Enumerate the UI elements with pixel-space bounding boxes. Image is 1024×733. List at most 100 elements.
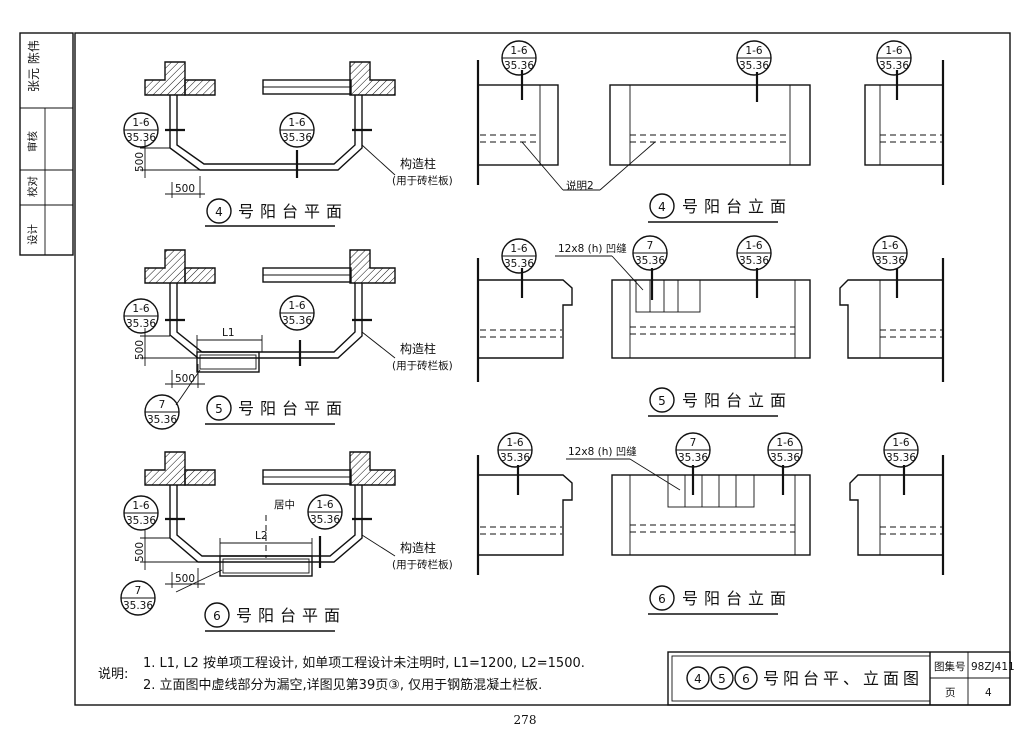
- svg-text:35.36: 35.36: [678, 452, 708, 464]
- groove-label: 12x8 (h) 凹缝: [558, 242, 627, 255]
- dim-500: 500: [175, 373, 195, 385]
- dim-500: 500: [134, 542, 146, 562]
- plan-number: 5: [215, 402, 223, 416]
- elevation-4: 说明2: [476, 60, 945, 192]
- svg-text:1-6: 1-6: [745, 240, 762, 252]
- svg-text:35.36: 35.36: [123, 600, 153, 612]
- column-label: 构造柱: [400, 156, 436, 171]
- svg-text:1-6: 1-6: [132, 117, 149, 129]
- svg-text:1-6: 1-6: [132, 500, 149, 512]
- ref-tag: 1-6 35.36: [883, 432, 919, 468]
- groove-label: 12x8 (h) 凹缝: [568, 445, 637, 458]
- elevation-number: 5: [658, 394, 666, 408]
- ref-tag: 1-6 35.36: [123, 298, 159, 334]
- dim-center: 居中: [274, 498, 295, 511]
- svg-text:1-6: 1-6: [745, 45, 762, 57]
- plan-title: 号阳台平面: [236, 606, 346, 625]
- column-note: (用于砖栏板): [392, 359, 453, 372]
- svg-text:1-6: 1-6: [510, 45, 527, 57]
- svg-text:1-6: 1-6: [510, 243, 527, 255]
- elevation-number: 6: [658, 592, 666, 606]
- svg-text:35.36: 35.36: [147, 414, 177, 426]
- title-block: 4 5 6 号阳台平、立面图 图集号 98ZJ411 页 4: [667, 651, 1015, 706]
- svg-text:35.36: 35.36: [126, 515, 156, 527]
- svg-text:35.36: 35.36: [282, 132, 312, 144]
- svg-text:7: 7: [135, 585, 142, 597]
- svg-text:1-6: 1-6: [316, 499, 333, 511]
- svg-text:1-6: 1-6: [132, 303, 149, 315]
- plan-6: L2 居中 500 500 构造柱 (用于砖栏板): [134, 451, 453, 593]
- sheet-border: [74, 32, 1011, 706]
- svg-text:1-6: 1-6: [885, 45, 902, 57]
- title-number: 4: [694, 672, 702, 686]
- plan-4-title: 4 号阳台平面: [205, 198, 342, 227]
- column-label: 构造柱: [400, 540, 436, 555]
- svg-text:1-6: 1-6: [881, 240, 898, 252]
- elevation-5: 12x8 (h) 凹缝: [476, 242, 945, 382]
- title-number: 5: [718, 672, 726, 686]
- signature-text: 张元 陈伟: [26, 40, 41, 92]
- ref-tag: 1-6 35.36: [501, 40, 537, 76]
- page-label: 页: [945, 687, 956, 699]
- dim-500: 500: [134, 152, 146, 172]
- dim-l2: L2: [255, 530, 268, 542]
- plan-number: 6: [213, 609, 221, 623]
- svg-text:35.36: 35.36: [126, 318, 156, 330]
- svg-text:1-6: 1-6: [288, 300, 305, 312]
- ref-tag: 1-6 35.36: [497, 432, 533, 468]
- svg-text:35.36: 35.36: [504, 258, 534, 270]
- ref-tag: 1-6 35.36: [876, 40, 912, 76]
- ref-tag: 1-6 35.36: [736, 40, 772, 76]
- ref-tag-7: 7 35.36: [632, 235, 668, 271]
- atlas-value: 98ZJ411: [971, 661, 1015, 673]
- svg-text:35.36: 35.36: [886, 452, 916, 464]
- ref-tag-7: 7 35.36: [144, 394, 180, 430]
- plan-5-title: 5 号阳台平面: [205, 395, 348, 425]
- svg-text:35.36: 35.36: [879, 60, 909, 72]
- svg-text:7: 7: [690, 437, 697, 449]
- ref-tag-7: 7 35.36: [120, 580, 156, 616]
- ref-tag: 1-6 35.36: [123, 495, 159, 531]
- column-note: (用于砖栏板): [392, 558, 453, 571]
- note-line-2: 2. 立面图中虚线部分为漏空,详图见第39页③, 仅用于钢筋混凝土栏板.: [143, 677, 542, 693]
- svg-text:35.36: 35.36: [875, 255, 905, 267]
- notes-label: 说明:: [98, 667, 128, 682]
- notes: 说明: 1. L1, L2 按单项工程设计, 如单项工程设计未注明时, L1=1…: [98, 655, 585, 693]
- ref-tag: 1-6 35.36: [736, 235, 772, 271]
- atlas-label: 图集号: [934, 660, 966, 673]
- elevation-title: 号阳台立面: [682, 589, 792, 608]
- ref-tag: 1-6 35.36: [767, 432, 803, 468]
- plan-number: 4: [215, 205, 223, 219]
- elevation-5-title: 5 号阳台立面: [648, 387, 792, 417]
- ref-tag: 1-6 35.36: [123, 112, 159, 148]
- column-label: 构造柱: [400, 341, 436, 356]
- approval-row: 设计: [26, 224, 39, 245]
- svg-text:1-6: 1-6: [776, 437, 793, 449]
- ref-tag: 1-6 35.36: [279, 295, 315, 331]
- plan-4: 500 500 构造柱 (用于砖栏板): [134, 61, 453, 198]
- svg-text:7: 7: [647, 240, 654, 252]
- svg-text:35.36: 35.36: [504, 60, 534, 72]
- elevation-6: 12x8 (h) 凹缝: [476, 445, 945, 575]
- elevation-title: 号阳台立面: [682, 391, 792, 410]
- elevation-6-title: 6 号阳台立面: [648, 585, 792, 615]
- elevation-number: 4: [658, 200, 666, 214]
- plan-title: 号阳台平面: [238, 399, 348, 418]
- page-number: 278: [514, 713, 537, 727]
- svg-text:35.36: 35.36: [310, 514, 340, 526]
- svg-text:35.36: 35.36: [500, 452, 530, 464]
- plan-6-title: 6 号阳台平面: [204, 602, 346, 632]
- dim-500: 500: [175, 183, 195, 195]
- plan-5: L1 500 500 构造柱 (用于砖栏板): [134, 249, 453, 406]
- svg-text:35.36: 35.36: [739, 60, 769, 72]
- dim-l1: L1: [222, 327, 235, 339]
- svg-text:35.36: 35.36: [635, 255, 665, 267]
- svg-text:35.36: 35.36: [282, 315, 312, 327]
- ref-tag: 1-6 35.36: [872, 235, 908, 271]
- drawing-title: 号阳台平、立面图: [763, 669, 923, 688]
- ref-tag: 1-6 35.36: [279, 112, 315, 148]
- note2-label: 说明2: [566, 179, 594, 192]
- ref-tag: 1-6 35.36: [501, 238, 537, 274]
- dim-500: 500: [175, 573, 195, 585]
